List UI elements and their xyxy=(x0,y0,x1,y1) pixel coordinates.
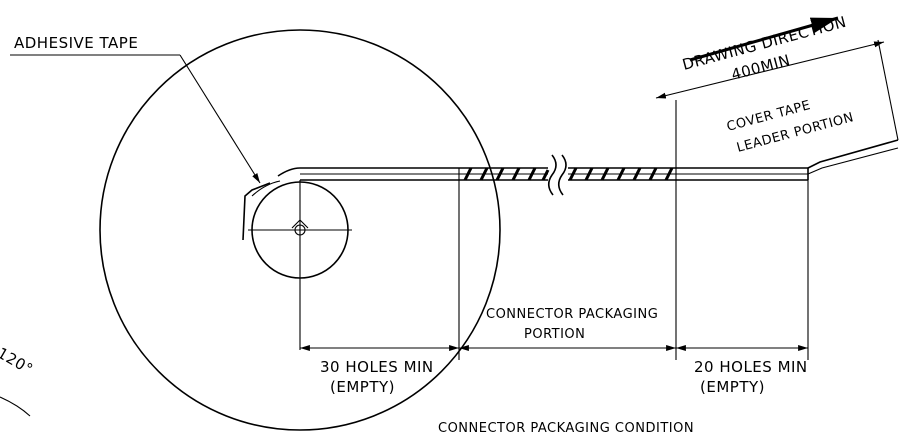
adhesive-tape-label: ADHESIVE TAPE xyxy=(14,34,138,52)
holes-20-label: 20 HOLES MIN xyxy=(694,358,808,376)
packaging-portion-label: CONNECTOR PACKAGING xyxy=(486,307,658,322)
adhesive-tape-strip xyxy=(242,182,271,241)
dim-400min xyxy=(655,41,885,99)
partial-reel-arc xyxy=(0,396,31,417)
angle-label: 120° xyxy=(0,344,36,379)
drawing-direction-arrow xyxy=(689,16,839,62)
reel-outer-circle xyxy=(99,29,501,431)
carrier-tape-top xyxy=(277,167,548,177)
holes-30-label: 30 HOLES MIN xyxy=(320,358,434,376)
adhesive-tape-leader xyxy=(179,54,261,184)
caption: CONNECTOR PACKAGING CONDITION xyxy=(438,421,694,436)
hub-center-tick xyxy=(291,219,309,229)
ext-line-leader-end xyxy=(877,39,899,141)
packaging-portion-label-2: PORTION xyxy=(524,327,585,342)
empty-right-label: (EMPTY) xyxy=(700,378,765,396)
cover-tape-leader xyxy=(807,139,899,169)
break-symbol-2 xyxy=(557,154,567,196)
adhesive-tape-outline xyxy=(251,180,281,197)
cover-tape-leader-lower xyxy=(807,147,899,175)
break-symbol xyxy=(547,154,557,196)
empty-left-label: (EMPTY) xyxy=(330,378,395,396)
connector-hatching xyxy=(463,167,674,181)
